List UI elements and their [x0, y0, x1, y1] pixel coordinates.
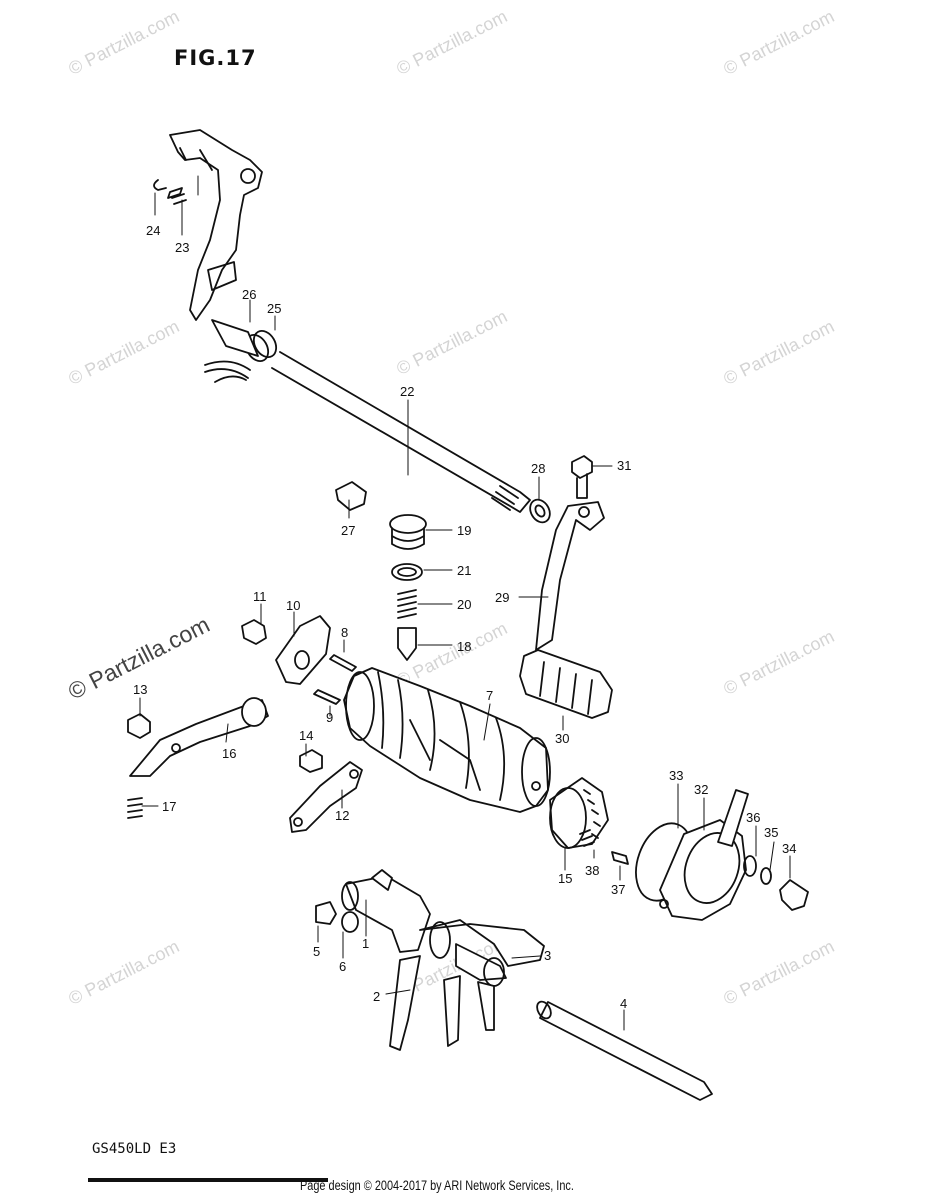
callout-label: 8: [341, 625, 348, 640]
callout-label: 30: [555, 731, 569, 746]
callout-label: 3: [544, 948, 551, 963]
spring-part: [579, 829, 595, 847]
callout-label: 4: [620, 996, 627, 1011]
callout-label: 35: [764, 825, 778, 840]
pin-part: [329, 654, 357, 672]
callout-label: 36: [746, 810, 760, 825]
bolt-part: [571, 455, 593, 499]
callout-label: 23: [175, 240, 189, 255]
leader-lines: [139, 175, 791, 1031]
model-code: GS450LD E3: [92, 1141, 177, 1157]
stopper-plate-part: [289, 749, 363, 833]
callout-label: 31: [617, 458, 631, 473]
callout-label: 17: [162, 799, 176, 814]
callout-label: 37: [611, 882, 625, 897]
screw-part: [779, 879, 809, 911]
callout-label: 27: [341, 523, 355, 538]
callout-label: 10: [286, 598, 300, 613]
callout-label: 9: [326, 710, 333, 725]
figure-title: FIG.17: [174, 46, 257, 70]
callout-label: 38: [585, 863, 599, 878]
shift-arm-part: [169, 129, 263, 321]
footer-rule: [88, 1178, 328, 1182]
callout-labels: 1 2 3 4 5 6 7 8 9 10 11 12 13 14 15 16 1…: [133, 223, 796, 1011]
callout-label: 24: [146, 223, 160, 238]
callout-label: 19: [457, 523, 471, 538]
bearing-part: [549, 777, 609, 849]
pin-part: [313, 689, 341, 705]
callout-label: 7: [486, 688, 493, 703]
stopper-arm-part: [127, 697, 269, 819]
fork-shaft-part: [536, 1000, 713, 1101]
bolt-part: [335, 481, 367, 511]
bolt-part: [315, 901, 337, 925]
callout-label: 21: [457, 563, 471, 578]
callout-label: 33: [669, 768, 683, 783]
callout-label: 25: [267, 301, 281, 316]
washer-part: [760, 867, 772, 885]
callout-label: 18: [457, 639, 471, 654]
shift-cam-part: [241, 615, 331, 685]
callout-label: 26: [242, 287, 256, 302]
washer-part: [743, 855, 757, 877]
callout-label: 29: [495, 590, 509, 605]
callout-label: 22: [400, 384, 414, 399]
cover-part: [635, 789, 749, 921]
pin-part: [611, 851, 629, 865]
callout-label: 12: [335, 808, 349, 823]
callout-label: 14: [299, 728, 313, 743]
callout-label: 6: [339, 959, 346, 974]
callout-label: 13: [133, 682, 147, 697]
shift-drum-part: [343, 667, 551, 813]
shift-shaft-part: [204, 319, 551, 524]
callout-label: 32: [694, 782, 708, 797]
callout-label: 11: [253, 589, 267, 604]
callout-label: 1: [362, 936, 369, 951]
shift-fork-part: [341, 869, 545, 1051]
plug-part: [389, 514, 427, 661]
callout-label: 28: [531, 461, 545, 476]
shift-pedal-part: [519, 501, 613, 719]
spring-clip-part: [153, 179, 187, 205]
callout-label: 20: [457, 597, 471, 612]
callout-label: 15: [558, 871, 572, 886]
footer-copyright: Page design © 2004-2017 by ARI Network S…: [300, 1177, 574, 1193]
callout-label: 34: [782, 841, 796, 856]
callout-label: 5: [313, 944, 320, 959]
washer-part: [341, 911, 359, 933]
callout-label: 16: [222, 746, 236, 761]
callout-label: 2: [373, 989, 380, 1004]
